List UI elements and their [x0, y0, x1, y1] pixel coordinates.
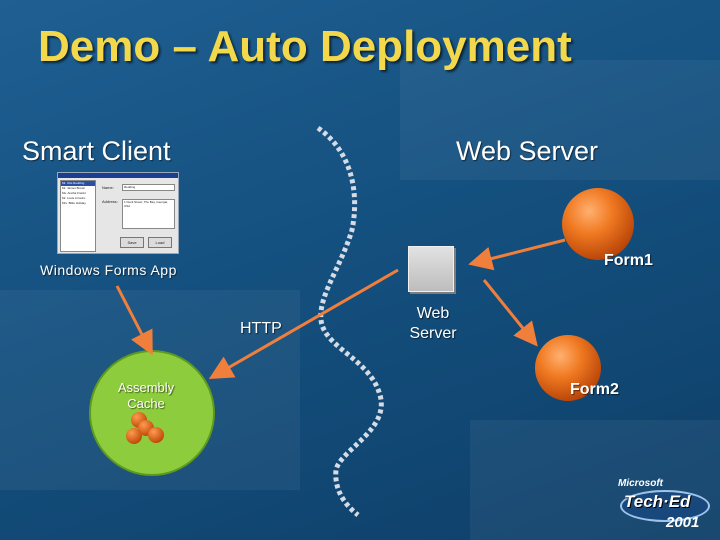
smart-client-heading: Smart Client: [22, 136, 171, 166]
logo-company: Microsoft: [618, 478, 663, 489]
form1-sphere: [562, 188, 634, 260]
http-label: HTTP: [240, 320, 282, 337]
list-item: Mr. James Brown: [62, 186, 86, 190]
list-item: Ms. Aretha Frankl: [62, 191, 86, 195]
windows-forms-app-window: Mr. Otis Redding Mr. James Brown Ms. Are…: [57, 172, 179, 254]
assembly-cache-label: Assembly Cache: [117, 380, 175, 411]
logo-ring: [620, 490, 710, 522]
list-item: Mr. Louis Armstro: [62, 196, 86, 200]
background-panel: [400, 60, 720, 180]
save-button: Save: [120, 237, 144, 248]
teched-logo: Microsoft Tech·Ed 2001: [608, 474, 710, 532]
assembly-ball: [126, 428, 142, 444]
list-item: Mrs. Billie Holiday: [62, 201, 86, 205]
arrow-server-to-form2: [482, 279, 538, 347]
slide-title: Demo – Auto Deployment: [38, 22, 572, 71]
load-button: Load: [148, 237, 172, 248]
arrow-app-to-cache: [115, 285, 153, 356]
windows-forms-app-label: Windows Forms App: [40, 262, 177, 278]
web-server-icon: [408, 246, 454, 292]
web-server-label: Web Server: [409, 305, 457, 342]
network-divider-line: [316, 125, 384, 517]
assembly-cache-circle: [89, 350, 215, 476]
web-server-heading: Web Server: [456, 136, 599, 166]
customer-list: Mr. Otis Redding Mr. James Brown Ms. Are…: [60, 180, 96, 252]
assembly-ball: [148, 427, 164, 443]
logo-year: 2001: [666, 514, 700, 531]
logo-event: Tech·Ed: [624, 492, 691, 511]
address-field: 1 Dock Street, The Bay, Georgia, USA: [122, 199, 175, 229]
address-label: Address:: [102, 199, 118, 204]
window-titlebar: [58, 173, 178, 178]
form2-label: Form2: [570, 381, 619, 398]
name-field: Redding: [122, 184, 175, 191]
list-item: Mr. Otis Redding: [61, 181, 95, 186]
form1-label: Form1: [604, 252, 653, 269]
arrow-server-to-cache: [208, 268, 399, 379]
name-label: Name:: [102, 185, 114, 190]
form2-sphere: [535, 335, 601, 401]
arrow-form1-to-server: [468, 238, 566, 271]
